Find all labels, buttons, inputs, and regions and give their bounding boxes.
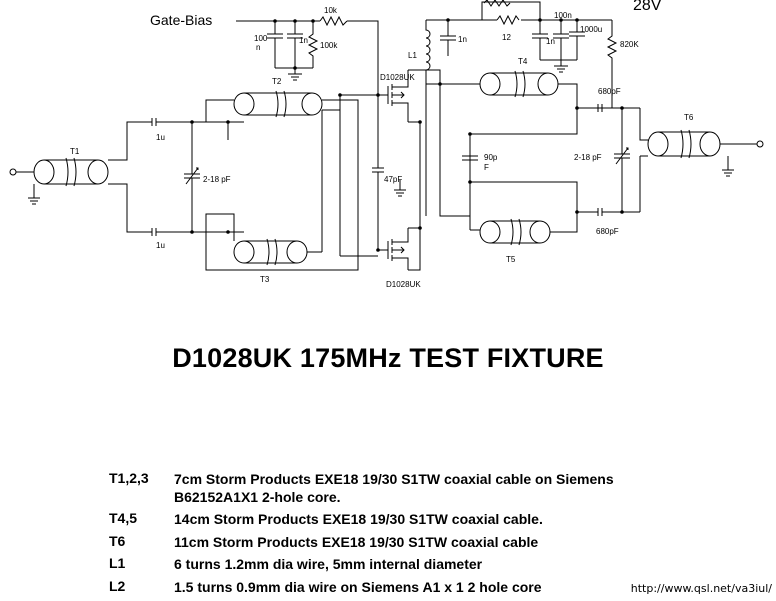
label-c1u-top: 1u [156,133,165,142]
label-c100n-b: n [256,43,260,52]
label-c90p-b: F [484,163,489,172]
label-r820k: 820K [620,40,639,49]
label-t4: T4 [518,57,528,66]
capacitor-47p [372,95,384,250]
label-r12: 12 [502,33,511,42]
label-c1n-gate: 1n [299,36,308,45]
transformer-t6 [639,108,764,212]
label-t6: T6 [684,113,694,122]
inductor-l1 [425,20,440,85]
label-c1000u: 1000u [580,25,602,34]
label-c1u-bottom: 1u [156,241,165,250]
transformer-t5 [408,122,598,271]
capacitor-100n [267,21,283,68]
transformer-t4 [408,69,613,230]
note-line: 7cm Storm Products EXE18 19/30 S1TW coax… [174,471,614,487]
supply-28v-label: 28V [633,0,662,14]
page-title: D1028UK 175MHz TEST FIXTURE [172,343,604,373]
note-ref: T1,2,3 [109,470,149,486]
resistor-820k [606,20,618,80]
label-q2: D1028UK [386,280,421,289]
gate-bias-network [236,15,379,95]
gate-bias-label: Gate-Bias [150,12,212,28]
capacitor-90p [462,134,478,182]
schematic-diagram: Gate-Bias 100 n 1n 10k 100k 28V L1 1n 12… [9,0,764,289]
capacitor-1000u [569,20,585,60]
capacitor-1u-top [151,118,228,126]
label-trim-in: 2-18 pF [203,175,231,184]
note-text: 6 turns 1.2mm dia wire, 5mm internal dia… [174,556,483,572]
note-ref: L2 [109,577,126,594]
label-c1n-drain2: 1n [546,37,555,46]
note-text: 14cm Storm Products EXE18 19/30 S1TW coa… [174,511,543,527]
resistor-10k [319,15,348,27]
transformer-t3 [205,110,378,266]
drain-supply-network [425,0,618,85]
source-url: http://www.qsl.net/va3iul/ [630,582,772,595]
label-q1: D1028UK [380,73,415,82]
capacitor-100n-drain [532,20,548,60]
trimmer-input [184,122,200,232]
label-t3: T3 [260,275,270,284]
junction-dots [190,18,624,252]
capacitor-1n-gate [287,21,303,68]
label-c47p: 47pF [384,175,402,184]
ground-drain [540,59,577,73]
label-c90p-a: 90p [484,153,498,162]
note-ref: T6 [109,532,126,549]
note-ref: T4,5 [109,510,138,526]
label-r10k: 10k [324,6,338,15]
label-r100k: 100k [320,41,338,50]
label-trim-out: 2-18 pF [574,153,602,162]
label-c680-top: 680pF [598,87,621,96]
note-ref: L1 [109,555,126,571]
capacitor-1n-drain2 [553,20,569,60]
transistor-q1 [378,70,409,122]
label-c1n-drain: 1n [458,35,467,44]
label-c100n-drain: 100n [554,11,572,20]
trimmer-output [614,108,630,212]
resistor-100k [307,21,319,68]
capacitor-1u-bottom [151,228,228,236]
note-text: 1.5 turns 0.9mm dia wire on Siemens A1 x… [174,578,542,595]
label-l1: L1 [408,51,417,60]
note-text: 7cm Storm Products EXE18 19/30 S1TW coax… [174,470,614,506]
note-text: 11cm Storm Products EXE18 19/30 S1TW coa… [174,533,539,550]
label-t2: T2 [272,77,282,86]
label-t5: T5 [506,255,516,264]
transformer-t2 [205,90,359,271]
transistor-q2 [378,228,409,270]
l2-top [483,0,511,7]
resistor-12 [496,14,520,26]
gate-link-top [339,94,378,110]
capacitor-1n-drain [440,20,456,56]
label-c680-bottom: 680pF [596,227,619,236]
transformer-t1 [9,121,152,233]
note-line: B62152A1X1 2-hole core. [174,489,341,505]
label-t1: T1 [70,147,80,156]
label-c100n-a: 100 [254,34,268,43]
ground-mid [394,180,406,197]
